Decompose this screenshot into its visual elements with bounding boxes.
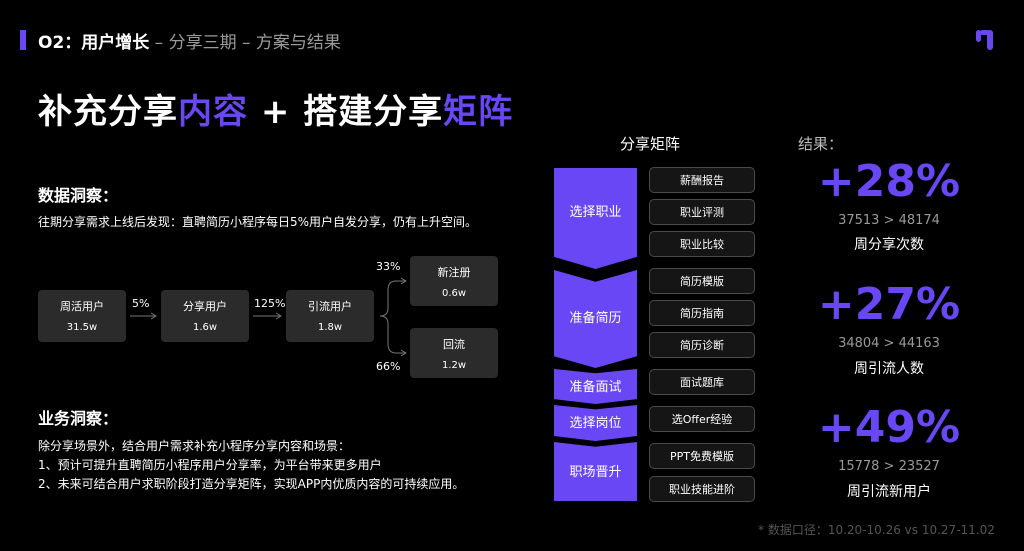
result-pct: +27% bbox=[817, 279, 961, 330]
header-title: 用户增长 bbox=[81, 33, 150, 53]
stage-career-promotion: 职场晋升 bbox=[554, 442, 637, 501]
flow-branch-down bbox=[379, 315, 405, 354]
matrix-item-resume-template: 简历模版 bbox=[649, 268, 755, 294]
result-metric: 周分享次数 bbox=[854, 237, 924, 253]
matrix-item-skill-advance: 职业技能进阶 bbox=[649, 476, 755, 502]
flow-box-value: 0.6w bbox=[441, 288, 467, 299]
flow-box-label: 周活用户 bbox=[60, 300, 104, 313]
flow-box-label: 回流 bbox=[443, 338, 465, 351]
business-insight-heading: 业务洞察： bbox=[38, 409, 119, 428]
flow-box-return: 回流 1.2w bbox=[410, 328, 498, 378]
flow-box-label: 新注册 bbox=[437, 266, 471, 279]
business-insight-line: 1、预计可提升直聘简历小程序用户分享率，为平台带来更多用户 bbox=[38, 458, 382, 472]
matrix-title: 分享矩阵 bbox=[620, 135, 681, 153]
brand-logo-icon bbox=[976, 30, 993, 50]
title-part-2: 内容 bbox=[178, 92, 248, 132]
flow-box-drainage-users: 引流用户 1.8w bbox=[286, 290, 374, 342]
data-insight-heading: 数据洞察： bbox=[38, 186, 119, 205]
flow-box-label: 引流用户 bbox=[308, 300, 352, 313]
flow-box-value: 1.8w bbox=[317, 322, 343, 333]
matrix-item-career-compare: 职业比较 bbox=[649, 231, 755, 257]
header-accent-bar bbox=[20, 30, 26, 50]
matrix-item-career-assessment: 职业评测 bbox=[649, 199, 755, 225]
matrix-item-resume-diagnosis: 简历诊断 bbox=[649, 332, 755, 358]
matrix-item-ppt-template: PPT免费模版 bbox=[649, 443, 755, 469]
flow-arrow-head bbox=[400, 349, 407, 357]
title-part-3: + 搭建分享 bbox=[248, 92, 444, 132]
matrix-item-resume-guide: 简历指南 bbox=[649, 300, 755, 326]
flow-branch-up bbox=[379, 280, 405, 317]
flow-connectors bbox=[130, 277, 407, 357]
flow-box-value: 1.6w bbox=[192, 322, 218, 333]
flow-rate-label: 33% bbox=[376, 260, 401, 273]
flow-rate-label: 5% bbox=[132, 297, 150, 310]
flow-rate-label: 125% bbox=[254, 297, 286, 310]
flow-arrow-head bbox=[275, 312, 282, 320]
flow-arrow-head bbox=[150, 312, 157, 320]
business-insight-line: 除分享场景外，结合用户需求补充小程序分享内容和场景： bbox=[38, 439, 351, 453]
result-range: 34804 > 44163 bbox=[838, 336, 940, 351]
title-part-4: 矩阵 bbox=[443, 92, 514, 132]
main-title: 补充分享内容 + 搭建分享矩阵 bbox=[38, 84, 513, 133]
stage-choose-career: 选择职业 bbox=[554, 168, 637, 269]
business-insight-line: 2、未来可结合用户求职阶段打造分享矩阵，实现APP内优质内容的可持续应用。 bbox=[38, 477, 465, 491]
stage-choose-position: 选择岗位 bbox=[554, 405, 637, 441]
flow-box-sharing-users: 分享用户 1.6w bbox=[161, 290, 249, 342]
result-range: 37513 > 48174 bbox=[838, 213, 940, 228]
data-insight-text: 往期分享需求上线后发现：直聘简历小程序每日5%用户自发分享，仍有上升空间。 bbox=[38, 215, 478, 229]
result-metric: 周引流新用户 bbox=[847, 484, 931, 500]
result-range: 15778 > 23527 bbox=[838, 459, 940, 474]
flow-box-weekly-active: 周活用户 31.5w bbox=[38, 290, 126, 342]
flow-box-new-register: 新注册 0.6w bbox=[410, 256, 498, 306]
footnote: * 数据口径：10.20-10.26 vs 10.27-11.02 bbox=[758, 523, 995, 537]
stage-prepare-resume: 准备简历 bbox=[554, 270, 637, 368]
matrix-item-interview-bank: 面试题库 bbox=[649, 369, 755, 395]
header-section: O2： bbox=[38, 33, 82, 53]
stage-prepare-interview: 准备面试 bbox=[554, 369, 637, 404]
flow-box-value: 31.5w bbox=[66, 322, 98, 333]
flow-box-label: 分享用户 bbox=[183, 300, 227, 313]
result-metric: 周引流人数 bbox=[854, 361, 924, 377]
result-pct: +49% bbox=[817, 402, 961, 453]
flow-box-value: 1.2w bbox=[441, 360, 467, 371]
header-subtitle: – 分享三期 – 方案与结果 bbox=[149, 33, 341, 53]
matrix-item-offer-experience: 选Offer经验 bbox=[649, 406, 755, 432]
matrix-item-salary-report: 薪酬报告 bbox=[649, 167, 755, 193]
flow-arrow-head bbox=[400, 277, 407, 285]
result-pct: +28% bbox=[817, 156, 961, 207]
flow-rate-label: 66% bbox=[376, 360, 401, 373]
results-title: 结果： bbox=[798, 135, 844, 153]
title-part-1: 补充分享 bbox=[38, 92, 178, 132]
header: O2：用户增长 – 分享三期 – 方案与结果 bbox=[38, 28, 341, 53]
